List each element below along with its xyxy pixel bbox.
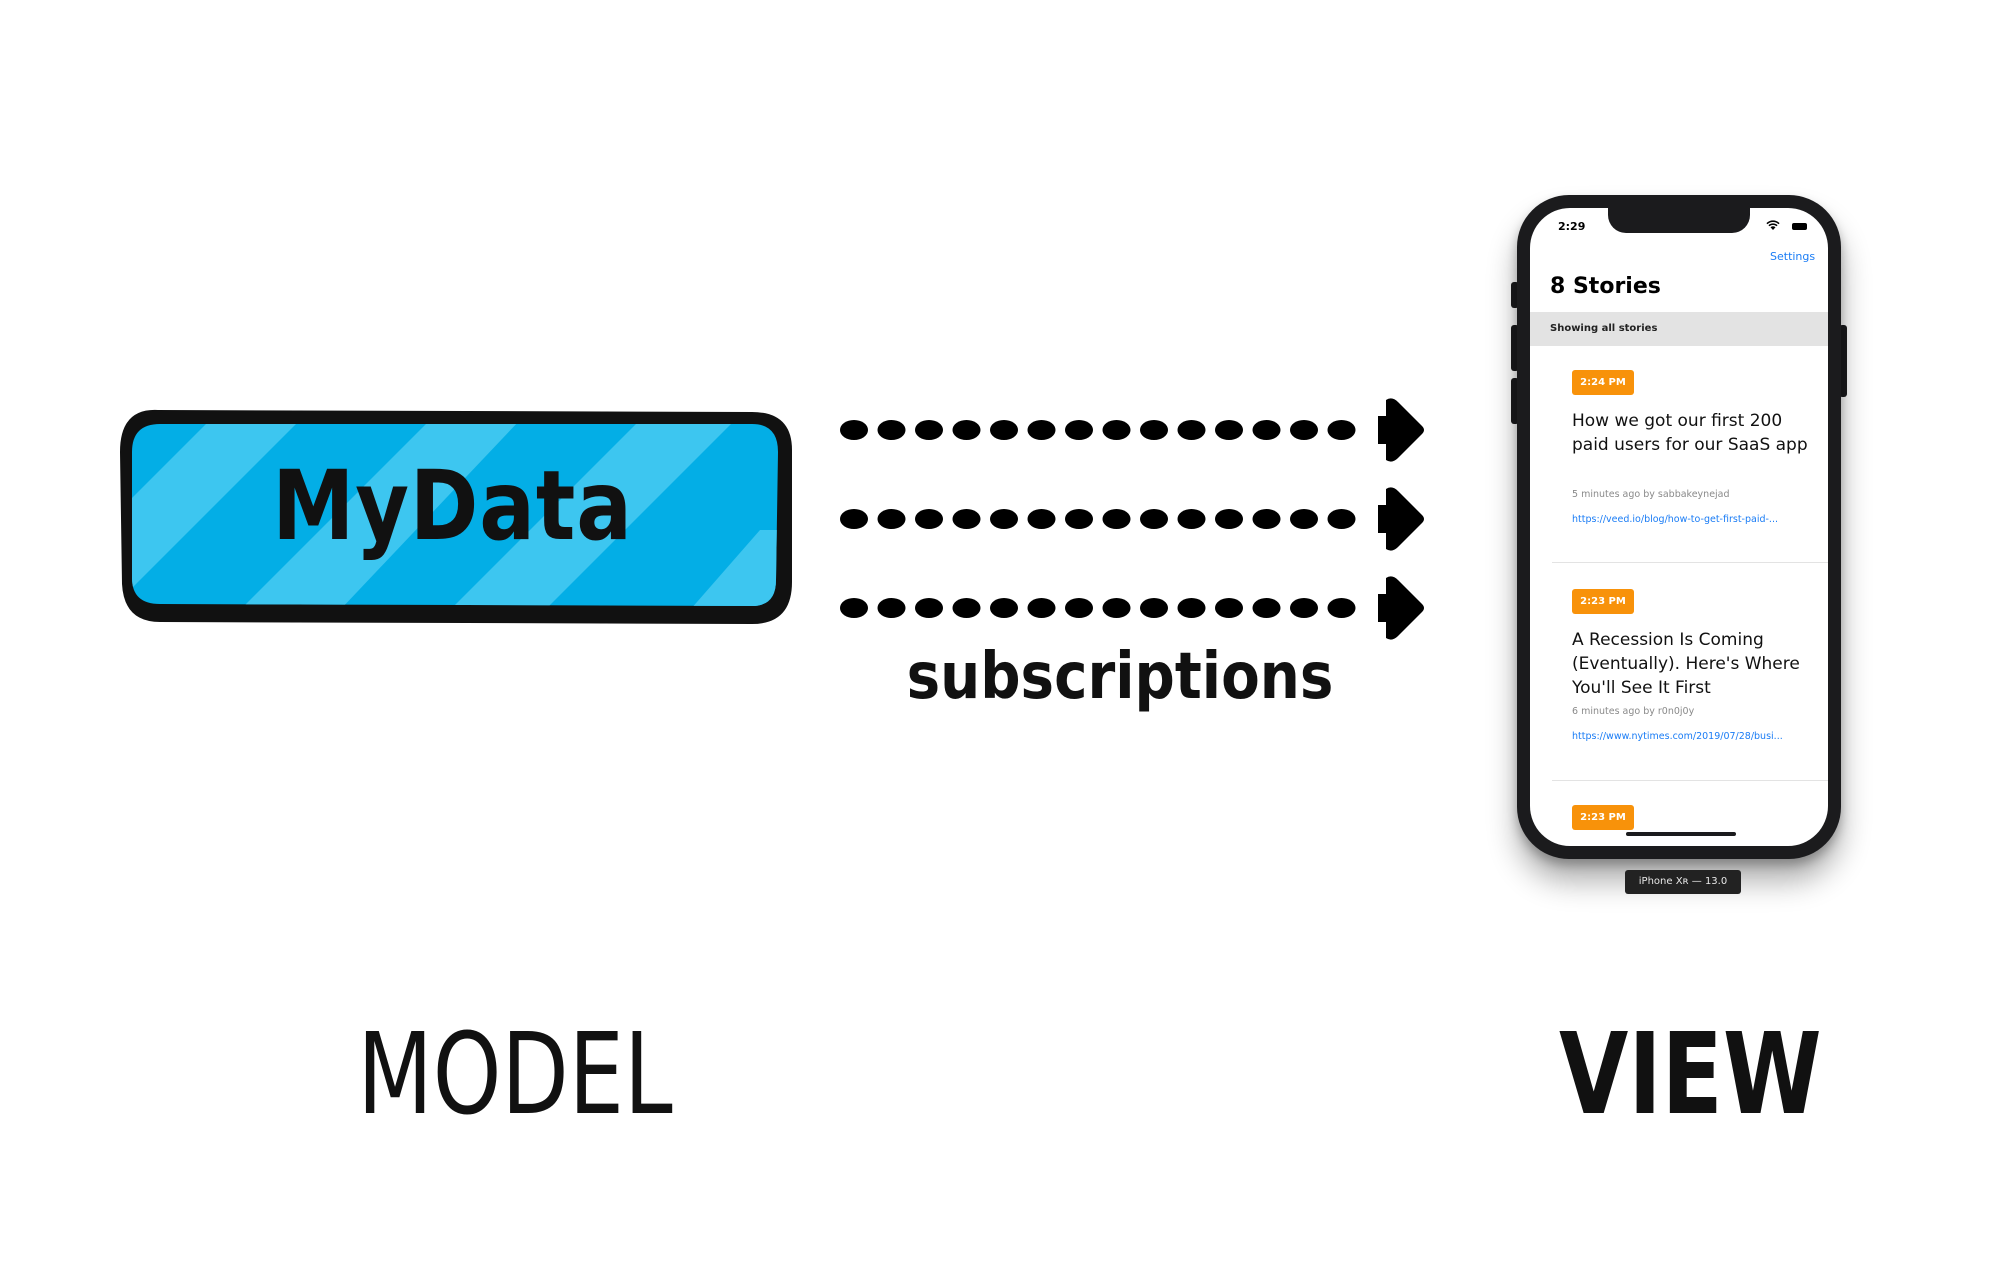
- story-time-badge: 2:24 PM: [1572, 370, 1634, 395]
- story-row[interactable]: 2:23 PM: [1530, 781, 1828, 846]
- stories-title: 8 Stories: [1550, 274, 1661, 299]
- arrow-dot: [1177, 509, 1206, 529]
- arrow-dot: [1027, 420, 1056, 440]
- arrow-dot: [840, 598, 868, 618]
- arrow-dot: [990, 598, 1018, 618]
- arrow-dot: [1177, 420, 1206, 440]
- arrow-dot: [1327, 509, 1356, 529]
- arrow-dot: [1102, 420, 1131, 440]
- arrow-dot: [1290, 598, 1318, 618]
- arrow-dot: [952, 509, 981, 529]
- arrow-dot: [877, 420, 906, 440]
- arrow-dot: [990, 509, 1018, 529]
- story-time-badge: 2:23 PM: [1572, 805, 1634, 830]
- arrow-dot: [990, 420, 1018, 440]
- arrow-dot: [1065, 509, 1093, 529]
- arrow-dot: [1327, 598, 1356, 618]
- arrow-dot: [1102, 598, 1131, 618]
- arrow-dot: [1065, 420, 1093, 440]
- arrow-dot: [1065, 598, 1093, 618]
- wifi-icon: [1766, 220, 1780, 234]
- story-link[interactable]: https://veed.io/blog/how-to-get-first-pa…: [1572, 514, 1778, 525]
- arrow-head: [1378, 398, 1424, 462]
- arrow-head: [1378, 487, 1424, 551]
- row-divider: [1552, 780, 1828, 781]
- battery-icon: [1792, 223, 1807, 230]
- home-indicator: [1626, 832, 1736, 836]
- arrow-dot: [1215, 420, 1243, 440]
- arrow-dot: [1327, 420, 1356, 440]
- arrow-dot: [1290, 509, 1318, 529]
- arrow-dot: [1252, 598, 1281, 618]
- mydata-box-stripes: [132, 424, 778, 606]
- story-link[interactable]: https://www.nytimes.com/2019/07/28/busi.…: [1572, 731, 1783, 742]
- arrow-dot: [1252, 509, 1281, 529]
- subscriptions-label: subscriptions: [906, 640, 1334, 714]
- arrow-dot: [1215, 509, 1243, 529]
- subscription-arrow: [840, 576, 1424, 640]
- arrow-dot: [1027, 509, 1056, 529]
- simulator-device-label: iPhone Xʀ — 13.0: [1625, 870, 1741, 894]
- arrow-dot: [952, 420, 981, 440]
- phone-power-button: [1839, 325, 1847, 397]
- arrow-dot: [840, 509, 868, 529]
- story-meta: 6 minutes ago by r0n0j0y: [1572, 706, 1695, 717]
- arrow-dot: [1252, 420, 1281, 440]
- arrow-dot: [915, 420, 943, 440]
- story-meta: 5 minutes ago by sabbakeynejad: [1572, 489, 1730, 500]
- arrow-dot: [915, 598, 943, 618]
- arrow-dot: [952, 598, 981, 618]
- arrow-dot: [840, 420, 868, 440]
- row-divider: [1552, 562, 1828, 563]
- story-row[interactable]: 2:23 PM A Recession Is Coming (Eventuall…: [1530, 563, 1828, 763]
- arrow-dot: [1215, 598, 1243, 618]
- story-row[interactable]: 2:24 PM How we got our first 200 paid us…: [1530, 346, 1828, 546]
- arrow-dot: [1290, 420, 1318, 440]
- settings-button[interactable]: Settings: [1770, 250, 1816, 263]
- arrow-dot: [1140, 598, 1168, 618]
- subscription-arrow: [840, 487, 1424, 551]
- arrow-dot: [877, 598, 906, 618]
- phone-notch: [1608, 208, 1750, 233]
- phone-mute-switch: [1511, 282, 1519, 308]
- arrow-dot: [915, 509, 943, 529]
- section-header-label: Showing all stories: [1550, 323, 1658, 334]
- story-title: A Recession Is Coming (Eventually). Here…: [1572, 630, 1800, 698]
- story-title: How we got our first 200 paid users for …: [1572, 411, 1808, 455]
- status-bar-time: 2:29: [1558, 220, 1586, 233]
- arrow-head: [1378, 576, 1424, 640]
- section-header: [1530, 312, 1828, 346]
- story-time-badge: 2:23 PM: [1572, 589, 1634, 614]
- model-caption: MODEL: [357, 1010, 673, 1140]
- phone-screen: 2:29 Settings 8 Stories Showing all stor…: [1530, 208, 1828, 846]
- phone-volume-down-button: [1511, 378, 1519, 424]
- arrow-dot: [1140, 509, 1168, 529]
- subscription-arrow: [840, 398, 1424, 462]
- arrow-dot: [1140, 420, 1168, 440]
- view-caption: VIEW: [1559, 1010, 1822, 1140]
- arrow-dot: [1177, 598, 1206, 618]
- mydata-label: MyData: [272, 450, 633, 562]
- arrow-dot: [877, 509, 906, 529]
- phone-volume-up-button: [1511, 325, 1519, 371]
- arrow-dot: [1027, 598, 1056, 618]
- arrow-dot: [1102, 509, 1131, 529]
